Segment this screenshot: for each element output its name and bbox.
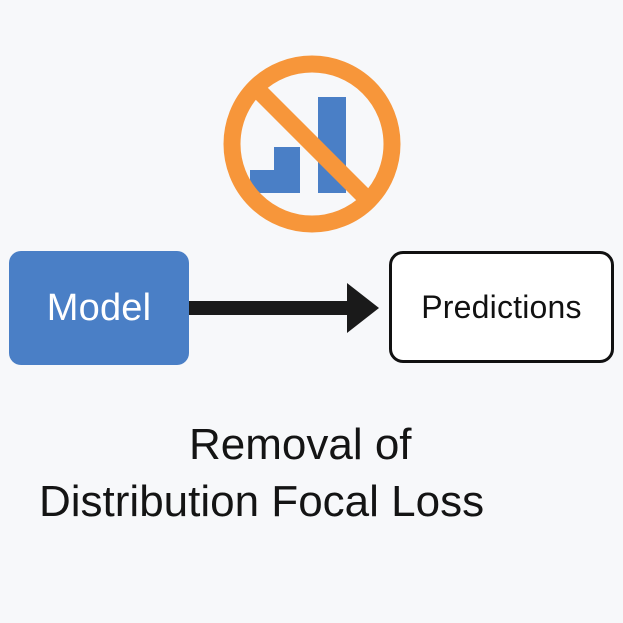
- prohibition-slash: [248, 80, 376, 208]
- arrow-head: [347, 283, 379, 333]
- arrow-shaft: [189, 301, 349, 315]
- histogram-bars-icon: [250, 97, 346, 193]
- model-node-label: Model: [46, 286, 152, 329]
- predictions-node-label: Predictions: [421, 288, 582, 325]
- predictions-node: Predictions: [389, 251, 614, 363]
- arrow-model-to-predictions: [189, 283, 379, 333]
- model-node: Model: [9, 251, 189, 365]
- caption-line-1: Removal of: [189, 420, 412, 469]
- no-histogram-icon: [223, 55, 401, 233]
- caption-line-2: Distribution Focal Loss: [39, 477, 485, 526]
- prohibition-ring: [223, 55, 401, 233]
- histogram-bar-medium: [274, 147, 300, 193]
